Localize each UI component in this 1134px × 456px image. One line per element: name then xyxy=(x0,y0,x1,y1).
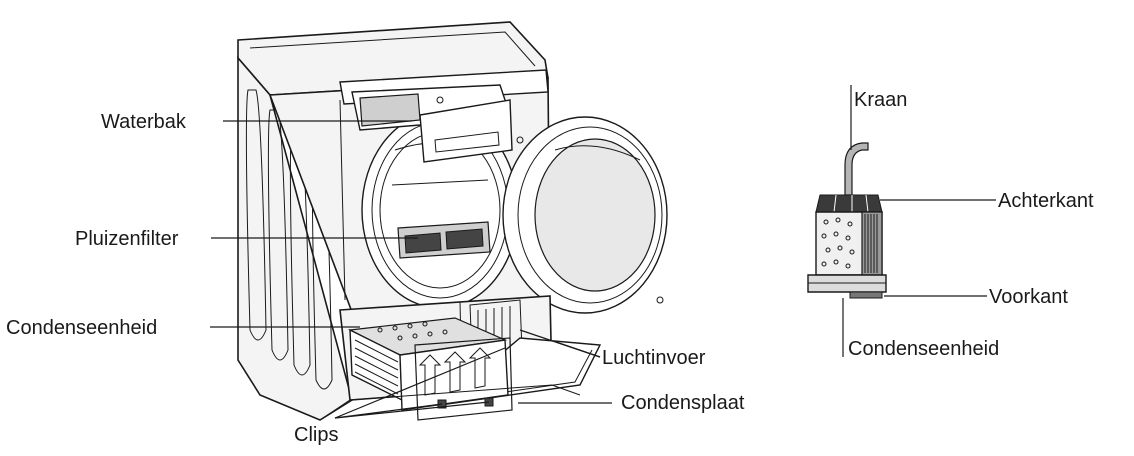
condenser-holes xyxy=(377,321,448,341)
condenser-unit-detail xyxy=(807,142,887,299)
leader-clips-3 xyxy=(334,347,506,419)
middle-labels: Luchtinvoer Condensplaat xyxy=(518,329,745,414)
label-achterkant: Achterkant xyxy=(998,190,1094,212)
condenser-arrows xyxy=(418,347,492,396)
label-clips: Clips xyxy=(294,424,338,446)
label-condenseenheid-left: Condenseenheid xyxy=(6,317,157,339)
label-voorkant: Voorkant xyxy=(989,286,1068,308)
label-condensplaat: Condensplaat xyxy=(621,392,745,414)
label-pluizenfilter: Pluizenfilter xyxy=(75,228,179,250)
label-condenseenheid-right: Condenseenheid xyxy=(848,338,999,360)
leader-clips-2 xyxy=(334,401,490,419)
label-luchtinvoer: Luchtinvoer xyxy=(602,347,706,369)
condenser-detail-holes xyxy=(821,217,855,269)
leader-luchtinvoer-2 xyxy=(519,329,601,358)
tap-hose xyxy=(844,142,869,196)
right-labels: Kraan Achterkant Voorkant Condenseenheid xyxy=(842,85,1094,360)
left-labels: Waterbak Pluizenfilter Condenseenheid Cl… xyxy=(6,111,506,446)
label-waterbak: Waterbak xyxy=(101,111,187,133)
label-kraan: Kraan xyxy=(854,89,907,111)
